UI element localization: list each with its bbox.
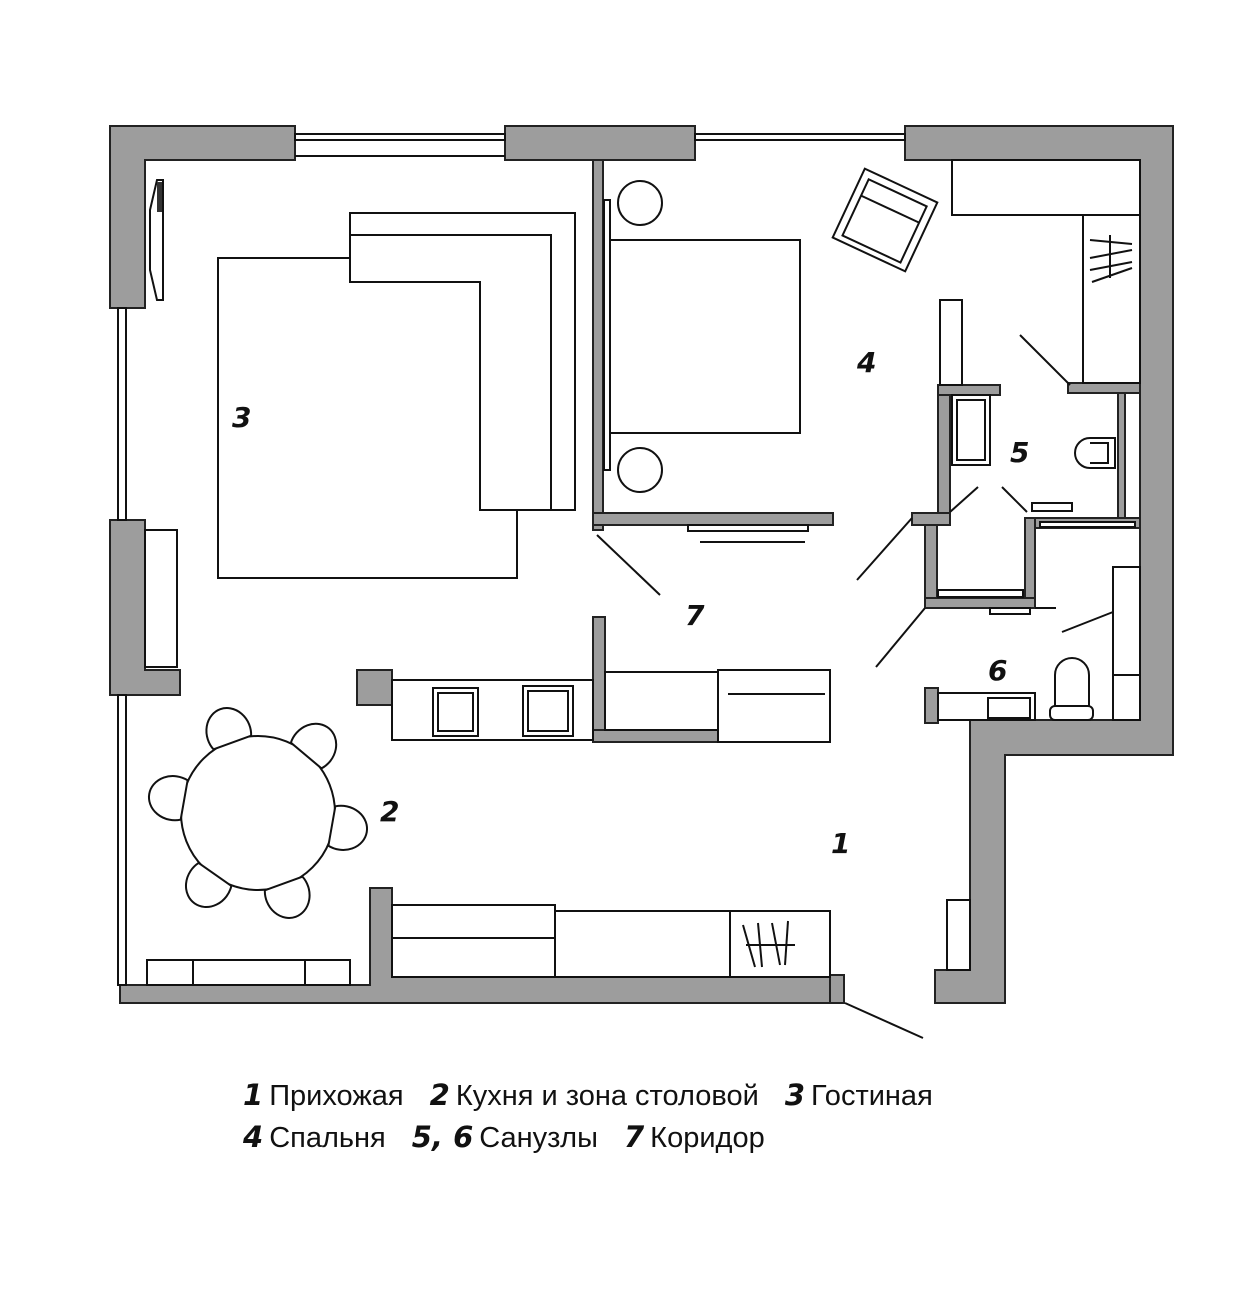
room-label-7: 7 xyxy=(685,599,705,632)
closet-shelf xyxy=(937,589,1024,598)
wall-bath-column xyxy=(1024,517,1036,609)
bath6-cabinet xyxy=(1112,566,1141,721)
bathroom-5-fixtures xyxy=(937,394,1136,615)
headboard xyxy=(603,199,611,471)
toilet xyxy=(1054,657,1090,707)
room-label-2: 2 xyxy=(380,795,399,828)
bench xyxy=(146,959,351,986)
legend-label: Гостиная xyxy=(811,1080,933,1112)
wall-bath6-left xyxy=(924,687,939,724)
toilet xyxy=(1074,437,1116,469)
living-room-furniture xyxy=(144,179,576,668)
legend-label: Спальня xyxy=(269,1122,386,1154)
room-label-1: 1 xyxy=(831,827,850,860)
chair xyxy=(184,861,233,909)
nightstand-bottom xyxy=(617,447,663,493)
shelf xyxy=(939,299,963,386)
legend-num: 3 xyxy=(784,1078,806,1112)
wall-bath5-top-right xyxy=(1067,382,1141,394)
legend-label: Санузлы xyxy=(479,1122,598,1154)
window-top-right xyxy=(694,133,906,141)
chair xyxy=(327,804,368,851)
room-label-3: 3 xyxy=(232,401,251,434)
legend-label: Прихожая xyxy=(269,1080,404,1112)
counter-left xyxy=(391,904,556,978)
wall-top-middle xyxy=(504,125,696,161)
room-label-6: 6 xyxy=(988,654,1007,687)
dining-chairs xyxy=(148,707,368,919)
side-cabinet xyxy=(144,529,178,668)
legend-label: Кухня и зона столовой xyxy=(455,1080,759,1112)
radiator xyxy=(1031,502,1073,512)
nightstand-top xyxy=(617,180,663,226)
chair xyxy=(148,775,189,822)
wall-kitchen-post xyxy=(356,669,393,706)
sliding-door xyxy=(687,524,809,532)
door-post xyxy=(829,974,845,1004)
wall-corridor-column xyxy=(924,512,938,609)
bathroom-6-fixtures xyxy=(937,566,1141,721)
bedroom-furniture xyxy=(603,159,1141,543)
legend-num: 1 xyxy=(243,1078,264,1112)
legend-label: Коридор xyxy=(650,1122,765,1154)
rug xyxy=(217,257,518,579)
room-label-5: 5 xyxy=(1010,436,1029,469)
window-left-lower xyxy=(117,694,127,986)
wall-bath5-left xyxy=(937,384,951,521)
counter-unit xyxy=(717,669,831,743)
wall-top-left xyxy=(109,125,296,309)
kitchen-furniture xyxy=(146,669,831,986)
chair xyxy=(289,722,338,770)
door-swings xyxy=(596,334,1114,1039)
chair xyxy=(263,875,311,919)
window-top-left xyxy=(294,133,506,141)
wall-kitchen-divider xyxy=(592,616,606,743)
sink xyxy=(987,697,1031,719)
legend-num: 4 xyxy=(243,1120,264,1154)
chair xyxy=(205,707,253,751)
sink-unit xyxy=(604,671,719,731)
wall-bath5-right xyxy=(1117,392,1126,521)
room-labels: 3 4 5 6 7 2 1 xyxy=(232,346,1029,860)
legend-num: 2 xyxy=(429,1078,450,1112)
wall-bedroom-left xyxy=(592,159,604,531)
hanger-icon xyxy=(1089,235,1133,283)
window-left-upper xyxy=(117,307,127,521)
legend-num: 7 xyxy=(623,1120,645,1154)
armchair xyxy=(831,167,939,273)
wall-closet-bottom xyxy=(924,597,1036,609)
windows xyxy=(117,133,906,986)
bed xyxy=(609,239,801,434)
shelf-bath xyxy=(1039,521,1136,528)
dish-rack-icon xyxy=(742,920,795,968)
wall-bath5-top xyxy=(937,384,1001,396)
legend-num: 5, 6 xyxy=(411,1120,474,1154)
wall-bedroom-bottom xyxy=(592,512,834,526)
wall-closet-top xyxy=(911,512,951,526)
room-label-4: 4 xyxy=(856,346,876,379)
counter-middle xyxy=(554,910,731,978)
wall-kitchen-sink-base xyxy=(592,729,731,743)
shoe-cabinet xyxy=(946,899,971,971)
corner-sofa xyxy=(349,212,576,511)
wardrobe-top xyxy=(951,159,1141,216)
